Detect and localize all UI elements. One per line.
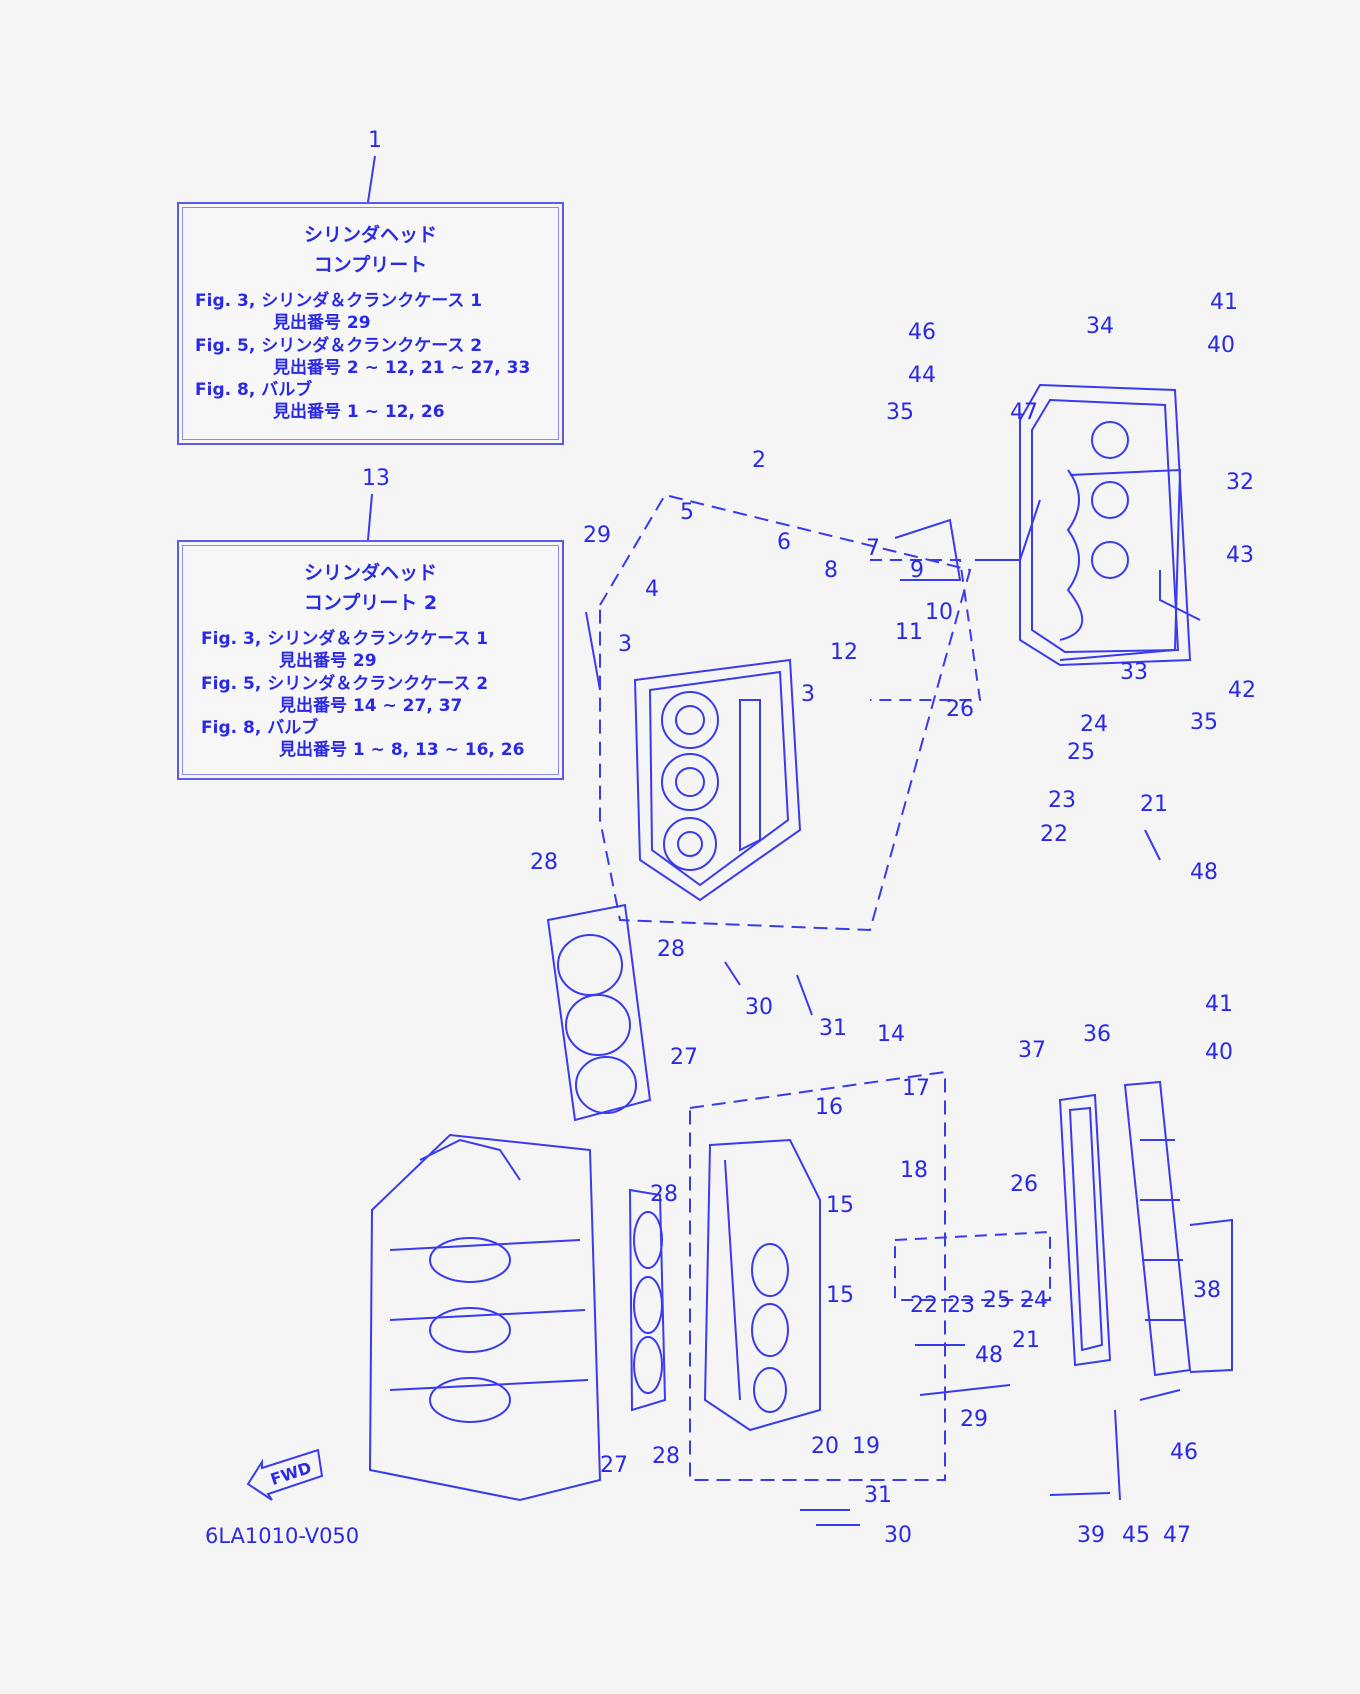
part-label: 17 [902,1076,930,1101]
cylinder-head-1-art [633,658,802,902]
part-label: 43 [1226,543,1254,568]
part-label: 15 [826,1193,854,1218]
part-label: 46 [908,320,936,345]
part-label: 28 [657,937,685,962]
part-label: 14 [877,1022,905,1047]
part-label: 22 [1040,822,1068,847]
part-label: 28 [650,1182,678,1207]
part-label: 28 [530,850,558,875]
part-label: 3 [618,632,632,657]
part-label: 24 [1020,1288,1048,1313]
part-label: 18 [900,1158,928,1183]
part-label: 46 [1170,1440,1198,1465]
part-label: 30 [884,1523,912,1548]
part-label: 35 [886,400,914,425]
part-label: 27 [670,1045,698,1070]
part-label: 45 [1122,1523,1150,1548]
box1-line-3: Fig. 5, シリンダ＆クランクケース 2 [195,336,483,356]
cylinder-head-2-art [703,1138,821,1432]
box2-line-4: 見出番号 14 ~ 27, 37 [279,696,463,716]
part-label: 29 [960,1407,988,1432]
head-cover-1-art [1019,383,1192,667]
part-label: 22 [910,1293,938,1318]
info-box-cylinder-head-complete-2: シリンダヘッド コンプリート 2 Fig. 3, シリンダ＆クランクケース 1 … [177,540,564,780]
part-label: 8 [824,558,838,583]
part-label: 41 [1210,290,1238,315]
part-label: 19 [852,1434,880,1459]
part-label: 48 [975,1343,1003,1368]
box1-line-2: 見出番号 29 [273,313,371,333]
box1-title-1: シリンダヘッド [303,224,437,246]
part-label: 34 [1086,314,1114,339]
box2-line-5: Fig. 8, バルブ [201,718,319,738]
part-label: 28 [652,1444,680,1469]
box1-line-5: Fig. 8, バルブ [195,380,313,400]
part-label: 6 [777,530,791,555]
box2-line-3: Fig. 5, シリンダ＆クランクケース 2 [201,674,489,694]
part-label: 26 [946,697,974,722]
part-label: 15 [826,1283,854,1308]
part-label: 11 [895,620,923,645]
part-label: 21 [1140,792,1168,817]
part-label: 32 [1226,470,1254,495]
part-label: 39 [1077,1523,1105,1548]
part-label: 5 [680,500,694,525]
callout-13: 13 [362,466,390,491]
box1-line-6: 見出番号 1 ~ 12, 26 [273,402,445,422]
box1-line-1: Fig. 3, シリンダ＆クランクケース 1 [195,291,483,311]
part-label: 3 [801,682,815,707]
info-box-cylinder-head-complete: シリンダヘッド コンプリート Fig. 3, シリンダ＆クランクケース 1 見出… [177,202,564,445]
part-label: 4 [645,577,659,602]
part-label: 21 [1012,1328,1040,1353]
head-gasket-upper-art [546,903,652,1122]
part-label: 20 [811,1434,839,1459]
box2-title-2: コンプリート 2 [303,592,438,614]
box1-title-2: コンプリート [313,254,428,276]
box1-line-4: 見出番号 2 ~ 12, 21 ~ 27, 33 [273,358,531,378]
part-label: 25 [983,1288,1011,1313]
callout-1: 1 [368,128,382,153]
part-label: 47 [1010,400,1038,425]
part-label: 27 [600,1453,628,1478]
part-label: 37 [1018,1038,1046,1063]
part-label: 47 [1163,1523,1191,1548]
head-gasket-lower-art [628,1188,667,1412]
part-label: 31 [819,1016,847,1041]
cylinder-block-art [368,1133,602,1502]
box2-line-6: 見出番号 1 ~ 8, 13 ~ 16, 26 [279,740,525,760]
part-label: 35 [1190,710,1218,735]
head-cover-2-art [1058,1080,1192,1377]
part-label: 16 [815,1095,843,1120]
part-label: 10 [925,600,953,625]
part-label: 2 [752,448,766,473]
part-label: 29 [583,523,611,548]
part-label: 25 [1067,740,1095,765]
part-label: 23 [1048,788,1076,813]
part-label: 40 [1207,333,1235,358]
box2-line-2: 見出番号 29 [279,651,377,671]
part-label: 36 [1083,1022,1111,1047]
part-label: 42 [1228,678,1256,703]
part-label: 33 [1120,660,1148,685]
part-label: 41 [1205,992,1233,1017]
part-label: 31 [864,1483,892,1508]
part-label: 48 [1190,860,1218,885]
part-label: 26 [1010,1172,1038,1197]
part-label: 30 [745,995,773,1020]
part-label: 24 [1080,712,1108,737]
fwd-arrow-art [246,1448,324,1501]
part-label: 44 [908,363,936,388]
part-label: 40 [1205,1040,1233,1065]
box2-line-1: Fig. 3, シリンダ＆クランクケース 1 [201,629,489,649]
part-label: 23 [947,1293,975,1318]
part-label: 7 [866,536,880,561]
box2-title-1: シリンダヘッド [303,562,437,584]
diagram-code: 6LA1010-V050 [205,1524,360,1548]
part-label: 38 [1193,1278,1221,1303]
part-label: 12 [830,640,858,665]
part-label: 9 [910,558,924,583]
